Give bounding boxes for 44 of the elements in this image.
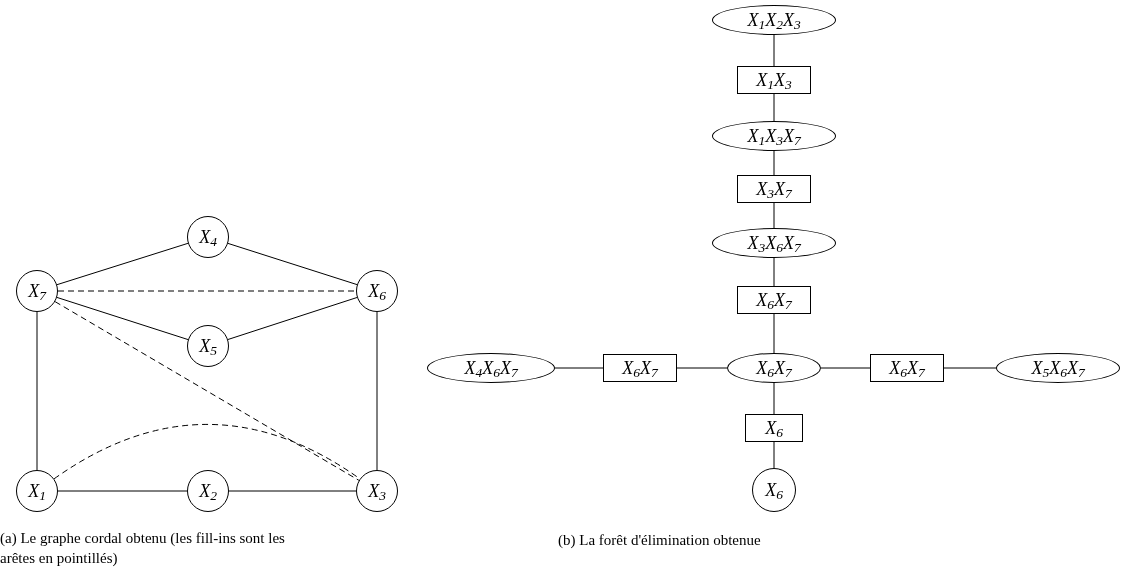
clique-ellipse: X$_{1}$X$_{2}$X$_{3}$ — [712, 5, 836, 35]
edge-line — [36, 311, 38, 471]
edge-line — [773, 150, 775, 176]
edge-line — [773, 382, 775, 415]
edge-line — [773, 34, 775, 67]
edge-line — [56, 296, 189, 341]
variable-circle: X$_{6}$ — [752, 468, 796, 512]
dashed-edge — [57, 290, 357, 292]
separator-box: X$_{1}$X$_{3}$ — [737, 66, 811, 94]
edge-line — [773, 441, 775, 469]
clique-ellipse: X$_{5}$X$_{6}$X$_{7}$ — [996, 353, 1120, 383]
caption-text: (b) La forêt d'élimination obtenue — [558, 531, 762, 550]
edge-line — [820, 367, 871, 369]
variable-circle: X$_{4}$ — [187, 216, 229, 258]
clique-ellipse: X$_{3}$X$_{6}$X$_{7}$ — [712, 228, 836, 258]
edge-line — [227, 242, 358, 286]
clique-ellipse: X$_{6}$X$_{7}$ — [727, 353, 821, 383]
variable-circle: X$_{3}$ — [356, 470, 398, 512]
clique-ellipse: X$_{4}$X$_{6}$X$_{7}$ — [427, 353, 555, 383]
separator-box: X$_{6}$ — [745, 414, 803, 442]
separator-box: X$_{3}$X$_{7}$ — [737, 175, 811, 203]
variable-circle: X$_{6}$ — [356, 270, 398, 312]
edge-line — [554, 367, 604, 369]
separator-box: X$_{6}$X$_{7}$ — [737, 286, 811, 314]
edge-line — [773, 313, 775, 354]
edge-line — [57, 490, 188, 492]
variable-circle: X$_{1}$ — [16, 470, 58, 512]
edge-line — [773, 257, 775, 287]
variable-circle: X$_{2}$ — [187, 470, 229, 512]
variable-circle: X$_{5}$ — [187, 325, 229, 367]
edge-line — [676, 367, 728, 369]
edge-line — [773, 202, 775, 229]
edge-line — [228, 490, 357, 492]
edge-line — [773, 93, 775, 122]
clique-ellipse: X$_{1}$X$_{3}$X$_{7}$ — [712, 121, 836, 151]
separator-box: X$_{6}$X$_{7}$ — [870, 354, 944, 382]
edge-line — [227, 297, 358, 340]
edge-line — [56, 242, 189, 286]
variable-circle: X$_{7}$ — [16, 270, 58, 312]
edge-line — [943, 367, 997, 369]
dashed-edge — [54, 301, 360, 481]
edge-line — [376, 311, 378, 471]
separator-box: X$_{6}$X$_{7}$ — [603, 354, 677, 382]
caption-text: (a) Le graphe cordal obtenu (les fill-ins sont les arêtes en pointillés) — [0, 529, 286, 568]
